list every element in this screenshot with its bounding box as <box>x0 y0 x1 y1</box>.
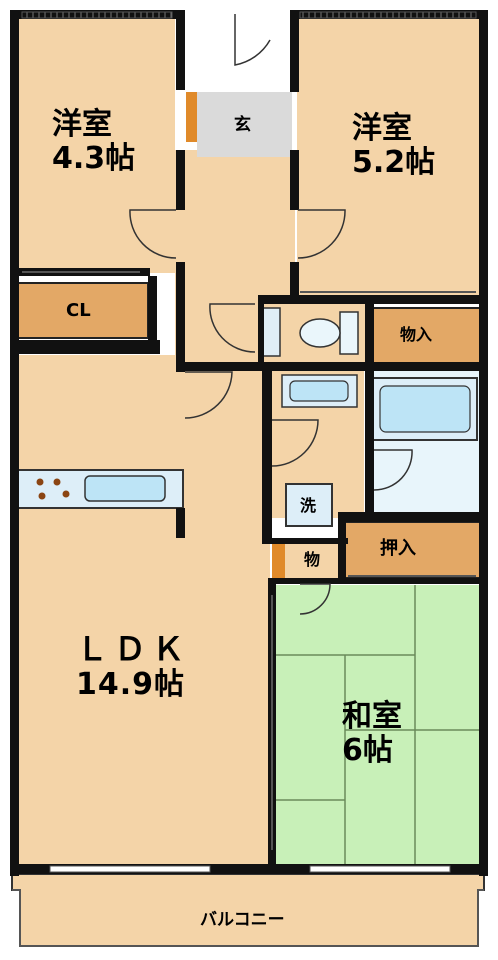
entrance-floor <box>197 92 292 157</box>
closet-label: CL <box>66 300 91 321</box>
storage-top-floor <box>371 307 481 366</box>
oshiire-label: 押入 <box>380 538 416 559</box>
toilet-bowl <box>299 318 341 348</box>
entrance-label: 玄 <box>234 115 251 135</box>
washer-space <box>285 483 333 527</box>
doors <box>129 14 413 615</box>
storage-small-floor <box>285 540 345 578</box>
washer-label: 洗 <box>300 496 317 515</box>
western-room-left-floor <box>18 18 175 273</box>
western-room-left-label: 洋室 4.3帖 <box>52 108 135 176</box>
windows <box>21 11 477 873</box>
ldk-size: 14.9帖 <box>76 667 186 702</box>
storage-small-label: 物 <box>304 550 321 569</box>
toilet-tank <box>339 311 359 355</box>
western-room-left-name: 洋室 <box>52 107 112 142</box>
stove-burners <box>36 478 70 500</box>
western-room-left-size: 4.3帖 <box>52 141 136 176</box>
western-room-right-label: 洋室 5.2帖 <box>352 112 435 180</box>
ldk-floor <box>18 355 270 865</box>
tatami-lines <box>276 585 480 865</box>
ldk-name: ＬＤＫ <box>76 630 191 668</box>
japanese-room-name: 和室 <box>342 699 402 734</box>
sliding-rails <box>22 271 476 850</box>
kitchen-sink <box>84 475 166 502</box>
japanese-room-size: 6帖 <box>342 733 393 768</box>
western-room-right-size: 5.2帖 <box>352 145 436 180</box>
ldk-label: ＬＤＫ 14.9帖 <box>76 630 190 702</box>
balcony-label: バルコニー <box>200 910 285 930</box>
western-room-right-name: 洋室 <box>352 111 412 146</box>
japanese-room-floor <box>276 585 480 865</box>
storage-top-label: 物入 <box>400 325 433 344</box>
western-room-right-floor <box>297 18 480 298</box>
japanese-room-label: 和室 6帖 <box>342 700 402 768</box>
